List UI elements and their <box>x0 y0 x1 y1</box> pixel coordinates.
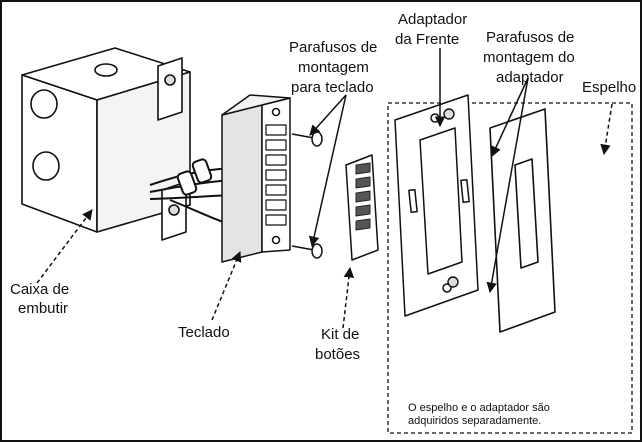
parafusos-teclado-label-line3: para teclado <box>291 79 374 96</box>
parafusos-adaptador-label-line1: Parafusos de <box>486 29 574 46</box>
keypad-body <box>221 94 291 263</box>
parafuso-teclado-arrow-2 <box>308 94 347 248</box>
front-adapter <box>394 94 479 317</box>
leader-arrows <box>36 48 613 329</box>
adaptador-label-line2: da Frente <box>395 31 459 48</box>
teclado-arrow <box>211 251 242 321</box>
caixa-arrow <box>36 209 93 284</box>
separately-purchased-box <box>387 102 633 434</box>
caixa-label-line1: Caixa de <box>10 281 69 298</box>
caixa-label-line2: embutir <box>18 300 68 317</box>
kit-arrow <box>342 266 355 329</box>
espelho-arrow <box>600 103 613 156</box>
parafuso-adaptador-arrow-2 <box>486 77 529 294</box>
parafusos-adaptador-label-line3: adaptador <box>496 69 564 86</box>
junction-box <box>21 47 191 241</box>
note-line1: O espelho e o adaptador são <box>408 402 550 414</box>
adapter-screws <box>443 108 459 288</box>
button-kit <box>345 154 379 261</box>
parafusos-teclado-label-line1: Parafusos de <box>289 39 377 56</box>
parafusos-teclado-label-line2: montagem <box>298 59 369 76</box>
espelho-label: Espelho <box>582 79 636 96</box>
adaptador-label-line1: Adaptador <box>398 11 467 28</box>
keypad-screws <box>291 131 323 259</box>
parafuso-teclado-arrow-1 <box>309 94 347 136</box>
wallplate <box>489 108 556 333</box>
kit-label-line2: botões <box>315 346 360 363</box>
parafusos-adaptador-label-line2: montagem do <box>483 49 575 66</box>
parafuso-adaptador-arrow-1 <box>491 77 529 157</box>
teclado-label: Teclado <box>178 324 230 341</box>
kit-label-line1: Kit de <box>321 326 359 343</box>
note-line2: adquiridos separadamente. <box>408 415 541 427</box>
